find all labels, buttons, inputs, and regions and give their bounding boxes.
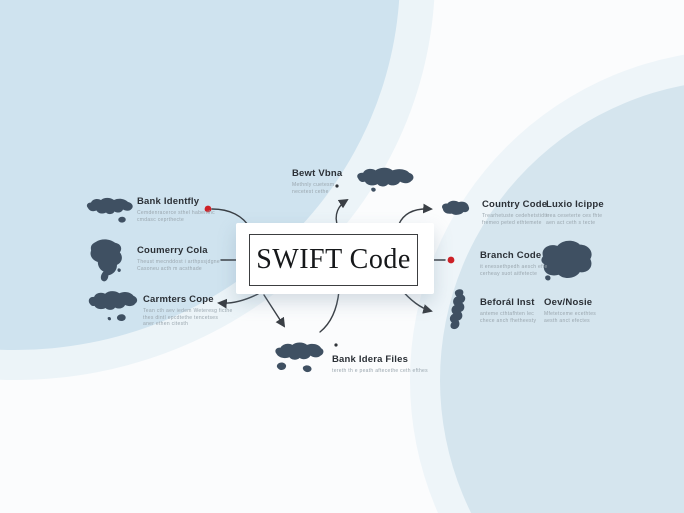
node-title: Oev/Nosie	[544, 297, 593, 308]
node-branch-code: Branch Code it enessethpedh aesch efte c…	[480, 250, 548, 277]
eurasia-bottom-map-icon	[275, 342, 324, 373]
node-title: Luxio Icippe	[546, 199, 604, 210]
red-endpoint-dot-left	[204, 205, 212, 213]
island-map-icon	[541, 240, 592, 281]
node-country-code: Country Code Trearhetuste cedehetstidte …	[482, 199, 549, 226]
blob-right	[440, 85, 684, 513]
node-title: Carmters Cope	[143, 294, 214, 305]
world-map-top-icon	[357, 167, 414, 192]
node-title: Country Code	[482, 199, 548, 210]
node-subtitle: Cemdenracerce sthel habenthc cmdasc cepr…	[137, 210, 215, 223]
node-luxio-icippe: Luxio Icippe trea ceseterte ces fhte aen…	[546, 199, 604, 226]
node-beforal-inst: Beforál Inst anteme cthtafhten lec chece…	[480, 297, 536, 324]
wire-bottom-left-arrow	[263, 294, 286, 328]
eurasia-map-icon	[88, 291, 138, 321]
node-top-bank: Bewt Vbna Methnly cuetesm necetest cethe	[292, 168, 342, 195]
swift-code-card-border: SWIFT Code	[249, 234, 418, 286]
node-title: Bank Identfly	[137, 196, 200, 207]
node-subtitle: trea ceseterte ces fhte aen act ceth s t…	[546, 213, 603, 226]
africa-map-icon	[90, 239, 122, 282]
small-dot-bottom	[334, 343, 338, 347]
wire-country-code-arrow	[398, 203, 433, 225]
node-title: Branch Code	[480, 250, 542, 261]
node-title: Bank Idera Files	[332, 354, 409, 365]
country-outline-map-icon	[449, 289, 466, 330]
red-endpoint-dot-right	[447, 256, 455, 264]
node-subtitle: Mfetetceme ecethtes aesth anct efectes	[544, 311, 597, 324]
world-map-icon	[86, 197, 133, 223]
node-subtitle: anteme cthtafhten lec chece anch fhethee…	[480, 311, 537, 324]
landmass-map-icon	[442, 200, 470, 215]
node-title: Beforál Inst	[480, 297, 535, 308]
node-bank-identity: Bank Identfly Cemdenracerce sthel habent…	[137, 196, 215, 223]
node-subtitle: Methnly cuetesm necetest cethe	[292, 182, 335, 195]
node-subtitle: Trearhetuste cedehetstidte fremeo peted …	[482, 213, 550, 226]
node-country-cola: Coumerry Cola Theust mecnddost i arthpss…	[137, 245, 220, 272]
node-subtitle: Tean cth aev iedem Weteresg ficthe thes …	[143, 308, 233, 327]
node-subtitle: tereth th e peath aftecethe ceth efthes	[332, 368, 428, 374]
small-dot-top	[335, 184, 339, 188]
node-title: Bewt Vbna	[292, 168, 343, 179]
wire-bottom-curve	[319, 290, 340, 333]
node-common-cope: Carmters Cope Tean cth aev iedem Weteres…	[143, 294, 233, 328]
node-oev-nosie: Oev/Nosie Mfetetceme ecethtes aesth anct…	[544, 297, 596, 324]
swift-code-card: SWIFT Code	[236, 223, 434, 294]
node-title: Coumerry Cola	[137, 245, 208, 256]
node-bank-files: Bank Idera Files tereth th e peath aftec…	[332, 354, 428, 375]
node-subtitle: it enessethpedh aesch efte cerheay suot …	[480, 264, 548, 277]
wire-common-cope-arrow	[217, 293, 259, 309]
swift-code-title: SWIFT Code	[256, 244, 411, 275]
node-subtitle: Theust mecnddost i arthpssjdgne Casoneu …	[137, 259, 220, 272]
